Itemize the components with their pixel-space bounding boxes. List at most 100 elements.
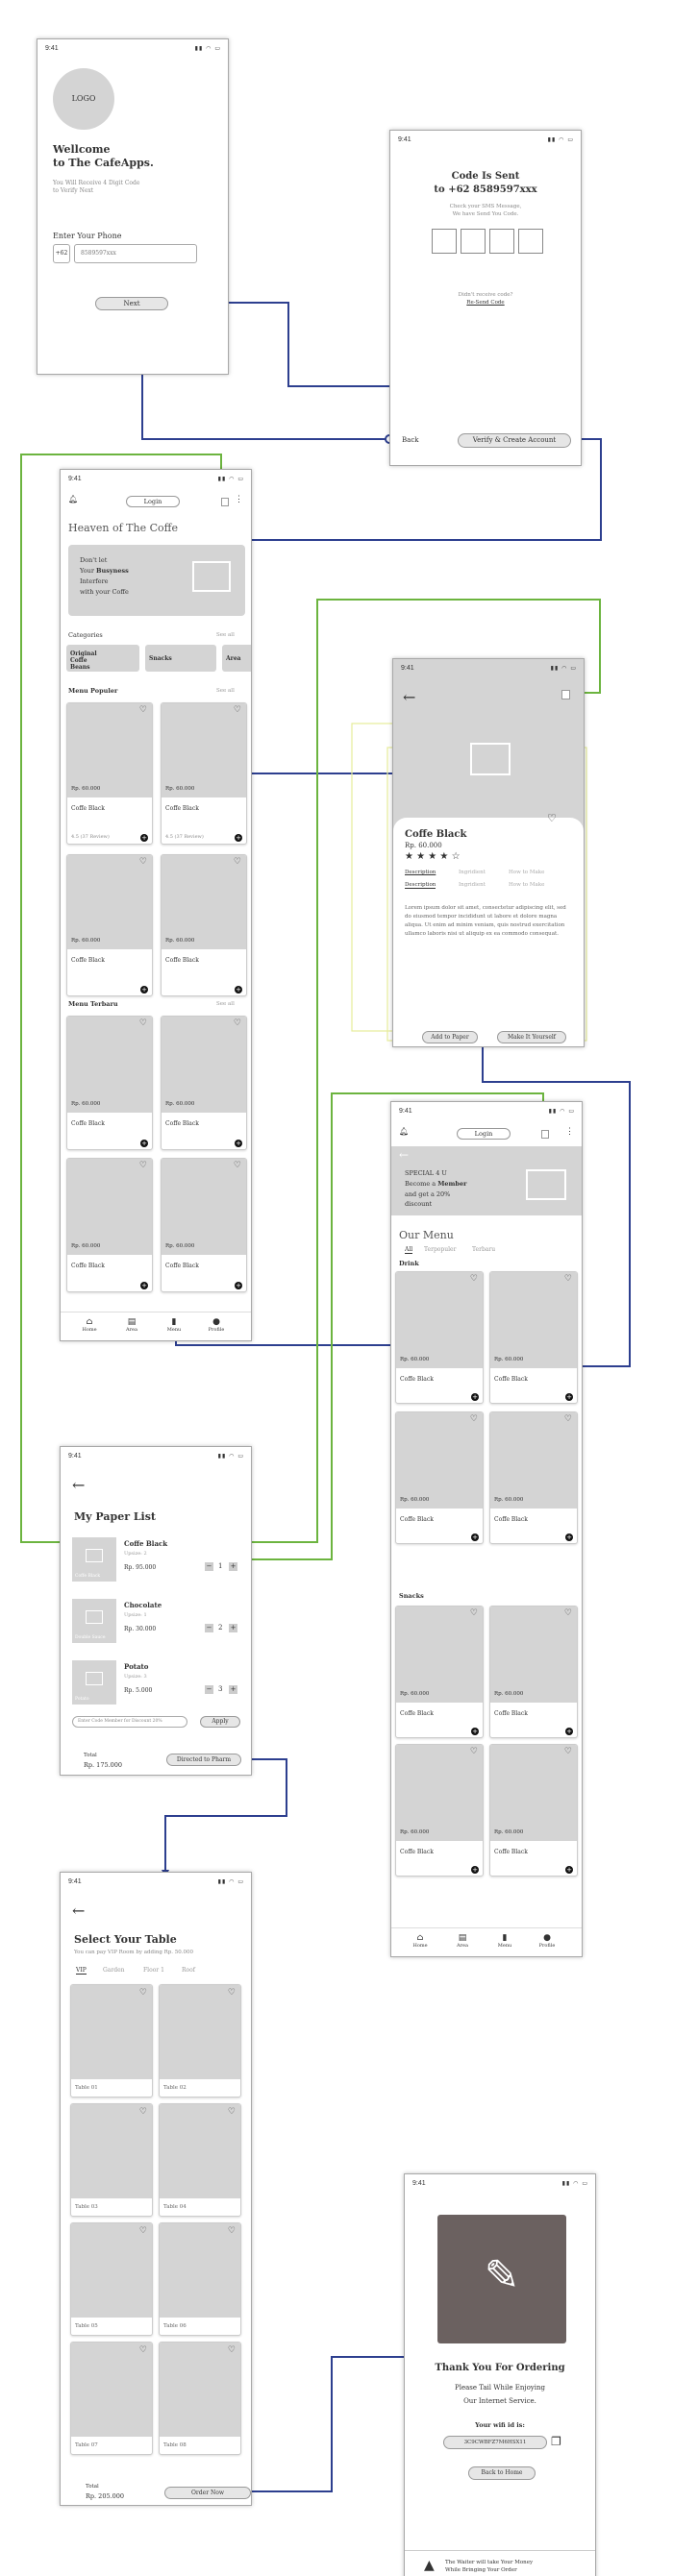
plus-button[interactable]: + [229, 1685, 237, 1694]
heart-icon[interactable]: ♡ [138, 857, 147, 867]
promo-banner[interactable] [68, 545, 245, 616]
heart-icon[interactable]: ♡ [138, 2226, 147, 2236]
add-button[interactable]: + [235, 1282, 242, 1289]
code-digit-3[interactable] [489, 229, 514, 254]
add-button[interactable]: + [235, 986, 242, 994]
category-snacks[interactable] [145, 645, 216, 672]
heart-icon[interactable]: ♡ [469, 1414, 478, 1424]
nav-area[interactable]: ▤Area [451, 1933, 474, 1949]
plus-button[interactable]: + [229, 1562, 237, 1571]
heart-icon[interactable]: ♡ [138, 2345, 147, 2355]
verify-button[interactable]: Verify & Create Account [458, 433, 571, 448]
category-area[interactable] [222, 645, 251, 672]
special-banner[interactable] [391, 1146, 582, 1215]
heart-icon[interactable]: ♡ [233, 705, 241, 715]
add-button[interactable]: + [471, 1728, 479, 1735]
tab-ingridient[interactable]: Ingridient [459, 882, 486, 888]
heart-icon[interactable]: ♡ [227, 2345, 236, 2355]
tab-roof[interactable]: Roof [182, 1967, 195, 1974]
tab-description[interactable]: Description [405, 870, 436, 875]
heart-icon[interactable]: ♡ [227, 2107, 236, 2117]
nav-home[interactable]: ⌂Home [78, 1317, 101, 1333]
tab-all[interactable]: All [405, 1246, 413, 1254]
tab-description[interactable]: Description [405, 882, 436, 889]
table-card[interactable]: ♡Table 02 [159, 1984, 241, 2098]
add-button[interactable]: + [140, 1282, 148, 1289]
nav-home[interactable]: ⌂Home [409, 1933, 432, 1949]
bell-icon[interactable]: 🔔︎ [68, 495, 79, 503]
heart-icon[interactable]: ♡ [233, 857, 241, 867]
table-card[interactable]: ♡Table 06 [159, 2222, 241, 2336]
add-button[interactable]: + [140, 1140, 148, 1147]
back-arrow-icon[interactable]: ← [72, 1901, 86, 1920]
nav-area[interactable]: ▤Area [120, 1317, 143, 1333]
tab-terbaru[interactable]: Terbaru [472, 1246, 496, 1253]
nav-menu[interactable]: ▮Menu [493, 1933, 516, 1949]
tab-floor-1[interactable]: Floor 1 [143, 1967, 164, 1974]
heart-icon[interactable]: ♡ [469, 1274, 478, 1284]
add-button[interactable]: + [565, 1728, 573, 1735]
add-button[interactable]: + [235, 834, 242, 842]
bell-icon[interactable]: 🔔︎ [399, 1127, 410, 1136]
table-card[interactable]: ♡Table 05 [70, 2222, 153, 2336]
heart-icon[interactable]: ♡ [563, 1274, 572, 1284]
proceed-button[interactable]: Directed to Pharm [166, 1754, 241, 1766]
minus-button[interactable]: − [205, 1685, 213, 1694]
heart-icon[interactable]: ♡ [233, 1018, 241, 1028]
more-icon[interactable]: ⋮ [565, 1127, 574, 1137]
add-button[interactable]: + [565, 1393, 573, 1401]
tab-how-to-make[interactable]: How to Make [509, 870, 545, 875]
promo-code-input[interactable]: Enter Code Member for Discount 20% [72, 1716, 187, 1728]
next-button[interactable]: Next [95, 297, 168, 310]
code-digit-2[interactable] [461, 229, 486, 254]
heart-icon[interactable]: ♡ [563, 1747, 572, 1756]
copy-icon[interactable]: ❐ [551, 2435, 561, 2448]
add-button[interactable]: + [140, 834, 148, 842]
add-button[interactable]: + [565, 1533, 573, 1541]
add-button[interactable]: + [235, 1140, 242, 1147]
heart-icon[interactable]: ♡ [563, 1414, 572, 1424]
code-digit-1[interactable] [432, 229, 457, 254]
apply-button[interactable]: Apply [200, 1716, 240, 1728]
cart-icon[interactable] [561, 690, 570, 699]
back-arrow-icon[interactable]: ← [403, 688, 416, 706]
login-button[interactable]: Login [457, 1128, 511, 1140]
tab-garden[interactable]: Garden [103, 1967, 125, 1974]
heart-icon[interactable]: ♡ [547, 812, 557, 824]
heart-icon[interactable]: ♡ [138, 1988, 147, 1998]
table-card[interactable]: ♡Table 03 [70, 2103, 153, 2217]
tab-how-to-make[interactable]: How to Make [509, 882, 545, 888]
add-to-paper-button[interactable]: Add to Paper [422, 1031, 478, 1043]
more-icon[interactable]: ⋮ [235, 495, 243, 504]
add-button[interactable]: + [471, 1393, 479, 1401]
add-button[interactable]: + [140, 986, 148, 994]
add-button[interactable]: + [471, 1866, 479, 1874]
cart-icon[interactable] [541, 1130, 549, 1139]
banner-arrow-icon[interactable]: ← [399, 1148, 410, 1162]
tab-ingridient[interactable]: Ingridient [459, 870, 486, 875]
table-card[interactable]: ♡Table 04 [159, 2103, 241, 2217]
nav-profile[interactable]: ●Profile [536, 1933, 559, 1949]
see-all-link[interactable]: See all [216, 1001, 235, 1007]
cart-icon[interactable] [221, 498, 229, 506]
category-original[interactable] [66, 645, 139, 672]
back-home-button[interactable]: Back to Home [468, 2466, 536, 2480]
phone-input[interactable]: 8589597xxx [74, 244, 197, 263]
table-card[interactable]: ♡Table 01 [70, 1984, 153, 2098]
heart-icon[interactable]: ♡ [138, 1018, 147, 1028]
see-all-link[interactable]: See all [216, 632, 235, 638]
heart-icon[interactable]: ♡ [227, 1988, 236, 1998]
heart-icon[interactable]: ♡ [469, 1747, 478, 1756]
add-button[interactable]: + [471, 1533, 479, 1541]
